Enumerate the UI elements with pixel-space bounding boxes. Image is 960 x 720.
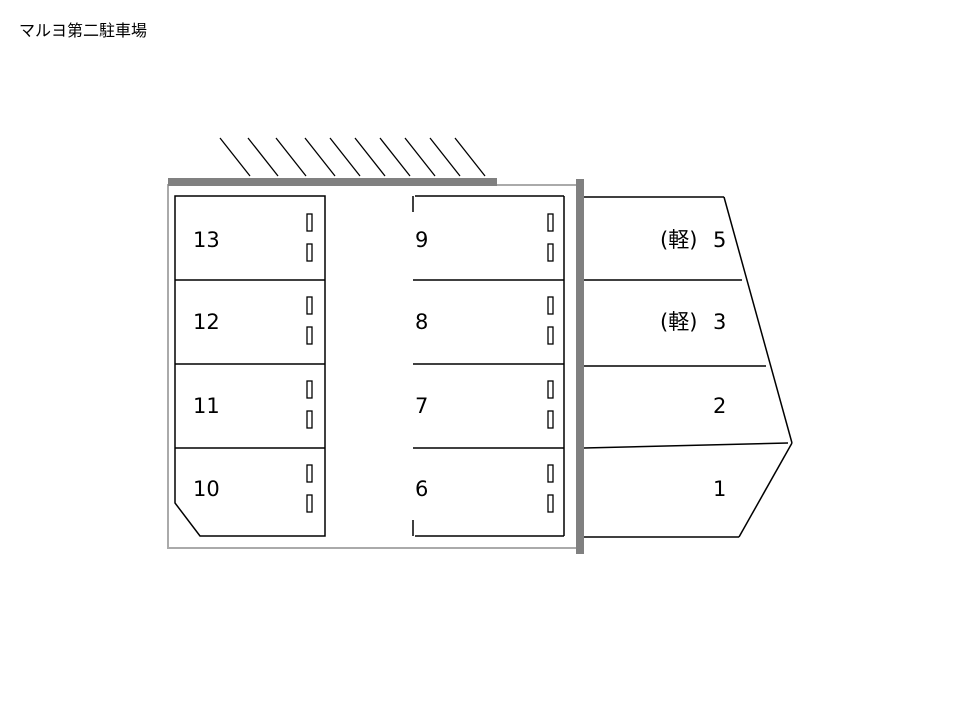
- middle-column-stalls: [412, 195, 565, 537]
- stall-6-label: 6: [415, 477, 428, 501]
- stall-11-label: 11: [193, 394, 220, 418]
- stall-10-label: 10: [193, 477, 220, 501]
- left-column-stalls: [174, 195, 326, 537]
- stall-9-label: 9: [415, 228, 428, 252]
- right-column-stalls: [583, 196, 793, 538]
- wheel-stops: [306, 213, 554, 513]
- lot-boundary: [167, 184, 579, 549]
- stall-1-label: 1: [713, 477, 726, 501]
- stall-5-prefix: (軽): [660, 228, 697, 252]
- stall-5-label: 5: [713, 228, 726, 252]
- stall-2-label: 2: [713, 394, 726, 418]
- stall-3-label: 3: [713, 310, 726, 334]
- stall-7-label: 7: [415, 394, 428, 418]
- stall-13-label: 13: [193, 228, 220, 252]
- right-wall-bar: [576, 179, 584, 554]
- stall-12-label: 12: [193, 310, 220, 334]
- page-title: マルヨ第二駐車場: [19, 21, 148, 40]
- stall-3-prefix: (軽): [660, 310, 697, 334]
- top-wall-bar: [168, 178, 497, 186]
- hatched-wall: [219, 137, 486, 177]
- stall-8-label: 8: [415, 310, 428, 334]
